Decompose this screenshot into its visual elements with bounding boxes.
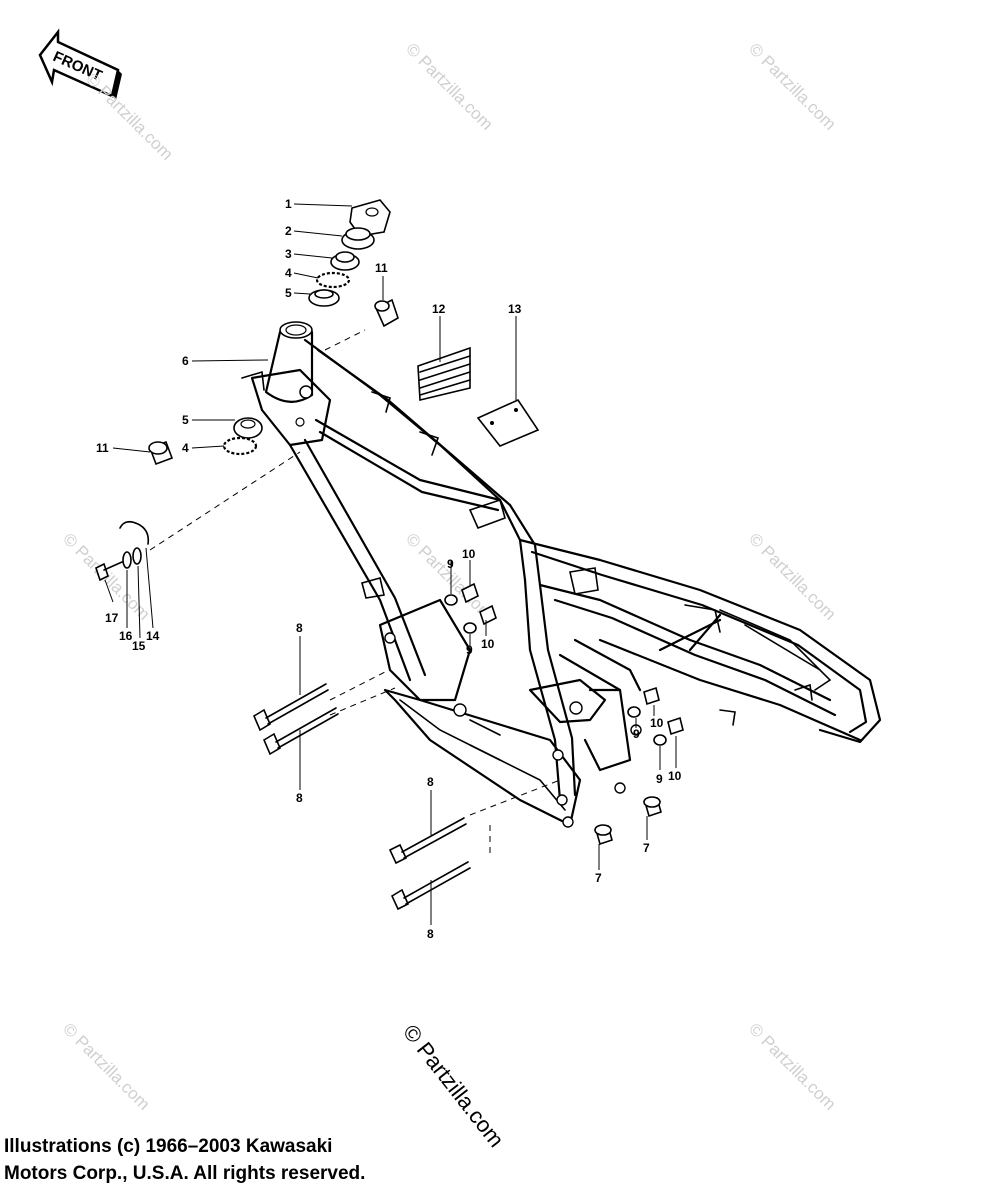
callout-4: 4 xyxy=(285,266,292,280)
leader-lines xyxy=(104,203,677,925)
frame xyxy=(241,321,882,828)
watermark: © Partzilla.com xyxy=(59,1019,153,1113)
callout-9-right: 9 xyxy=(633,727,640,741)
callout-9-mid: 9 xyxy=(466,643,473,657)
callouts: 1 2 3 4 5 11 12 13 6 5 11 4 9 10 9 10 17… xyxy=(96,197,682,941)
watermark: © Partzilla.com xyxy=(745,1019,839,1113)
watermark: © Partzilla.com xyxy=(82,69,176,163)
callout-5-lower: 5 xyxy=(182,413,189,427)
callout-8-d: 8 xyxy=(427,927,434,941)
callout-14: 14 xyxy=(146,629,160,643)
callout-10-right-lower: 10 xyxy=(668,769,682,783)
callout-11-lower: 11 xyxy=(96,441,109,455)
callout-7-b: 7 xyxy=(643,841,650,855)
callout-8-a: 8 xyxy=(296,621,303,635)
callout-6: 6 xyxy=(182,354,189,368)
callout-1: 1 xyxy=(285,197,292,211)
callout-11: 11 xyxy=(375,261,388,275)
watermark: © Partzilla.com xyxy=(745,39,839,133)
callout-8-c: 8 xyxy=(427,775,434,789)
assembly-lines xyxy=(149,329,561,855)
parts xyxy=(95,199,684,911)
callout-16: 16 xyxy=(119,629,133,643)
callout-17: 17 xyxy=(105,611,119,625)
callout-13: 13 xyxy=(508,302,522,316)
callout-9-right-lower: 9 xyxy=(656,772,663,786)
callout-5: 5 xyxy=(285,286,292,300)
copyright-line: Illustrations (c) 1966–2003 Kawasaki xyxy=(4,1136,333,1157)
copyright-notice: Illustrations (c) 1966–2003 Kawasaki Mot… xyxy=(4,1133,365,1187)
watermark: © Partzilla.com xyxy=(745,529,839,623)
callout-9-upper: 9 xyxy=(447,557,454,571)
callout-7-a: 7 xyxy=(595,871,602,885)
callout-10-upper: 10 xyxy=(462,547,476,561)
watermark: © Partzilla.com xyxy=(402,39,496,133)
callout-12: 12 xyxy=(432,302,446,316)
callout-10-right: 10 xyxy=(650,716,664,730)
callout-3: 3 xyxy=(285,247,292,261)
watermark-main: © Partzilla.com xyxy=(398,1020,509,1152)
callout-4-lower: 4 xyxy=(182,441,189,455)
copyright-line: Motors Corp., U.S.A. All rights reserved… xyxy=(4,1163,366,1184)
callout-2: 2 xyxy=(285,224,292,238)
callout-15: 15 xyxy=(132,639,146,653)
callout-10-mid: 10 xyxy=(481,637,495,651)
callout-8-b: 8 xyxy=(296,791,303,805)
